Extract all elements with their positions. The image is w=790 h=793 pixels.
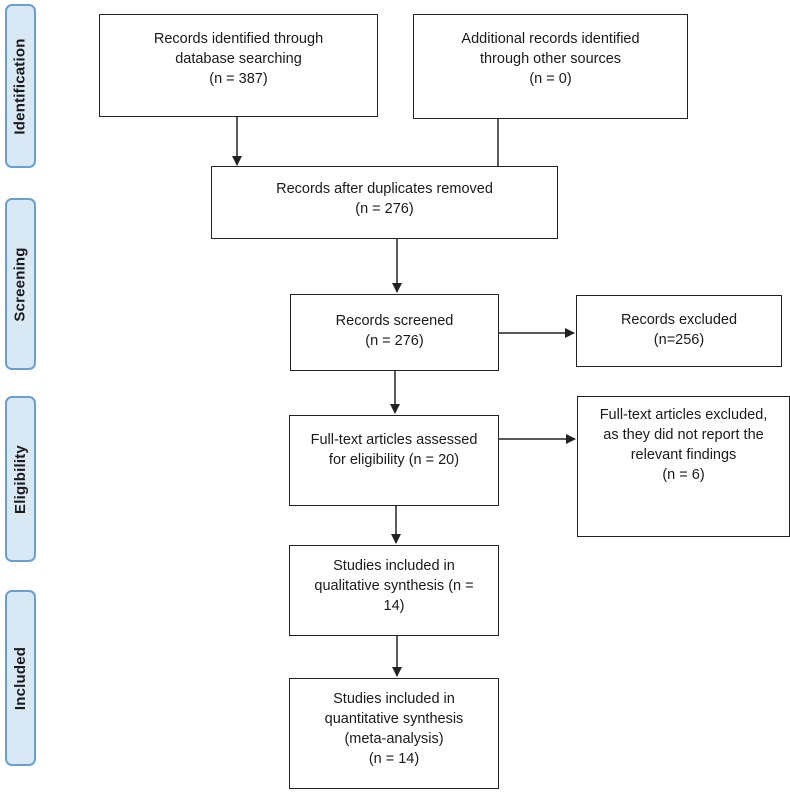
box-qualitative-synthesis-line2: qualitative synthesis (n = — [314, 578, 474, 594]
box-other-sources-line1: Additional records identified — [461, 31, 640, 47]
box-fulltext-excluded-line4: (n = 6) — [662, 467, 705, 483]
box-other-sources-line3: (n = 0) — [529, 71, 572, 87]
box-other-sources: Additional records identified through ot… — [413, 14, 688, 119]
box-fulltext-assessed-line2: for eligibility (n = 20) — [328, 452, 460, 468]
phase-screening: Screening — [5, 198, 36, 370]
box-qualitative-synthesis: Studies included in qualitative synthesi… — [289, 545, 499, 636]
box-fulltext-excluded: Full-text articles excluded, as they did… — [577, 396, 790, 537]
box-quantitative-synthesis-line2: quantitative synthesis — [324, 711, 464, 727]
box-duplicates-removed-line2: (n = 276) — [355, 201, 414, 217]
phase-included: Included — [5, 590, 36, 766]
box-records-screened-line1: Records screened — [335, 313, 454, 329]
box-fulltext-assessed: Full-text articles assessed for eligibil… — [289, 415, 499, 506]
box-records-excluded: Records excluded (n=256) — [576, 295, 782, 367]
box-database-search-line2: database searching — [175, 51, 302, 67]
box-records-excluded-line2: (n=256) — [653, 332, 705, 348]
box-quantitative-synthesis: Studies included in quantitative synthes… — [289, 678, 499, 789]
box-qualitative-synthesis-line1: Studies included in — [333, 558, 455, 574]
box-quantitative-synthesis-line1: Studies included in — [333, 691, 455, 707]
box-quantitative-synthesis-line3: (meta-analysis) — [344, 731, 444, 747]
box-duplicates-removed-line1: Records after duplicates removed — [276, 181, 493, 197]
box-database-search: Records identified through database sear… — [99, 14, 378, 117]
phase-eligibility: Eligibility — [5, 396, 36, 562]
box-qualitative-synthesis-line3: 14) — [383, 598, 405, 614]
box-fulltext-excluded-line1: Full-text articles excluded, — [599, 407, 768, 423]
box-quantitative-synthesis-line4: (n = 14) — [368, 751, 420, 767]
box-records-screened: Records screened (n = 276) — [290, 294, 499, 371]
box-other-sources-line2: through other sources — [479, 51, 622, 67]
box-fulltext-excluded-line3: relevant findings — [630, 447, 737, 463]
box-fulltext-excluded-line2: as they did not report the — [603, 427, 764, 443]
box-records-excluded-line1: Records excluded — [620, 312, 738, 328]
box-database-search-line3: (n = 387) — [209, 71, 268, 87]
box-database-search-line1: Records identified through — [153, 31, 324, 47]
box-records-screened-line2: (n = 276) — [365, 333, 424, 349]
phase-identification: Identification — [5, 4, 36, 168]
box-duplicates-removed: Records after duplicates removed (n = 27… — [211, 166, 558, 239]
box-fulltext-assessed-line1: Full-text articles assessed — [310, 432, 478, 448]
